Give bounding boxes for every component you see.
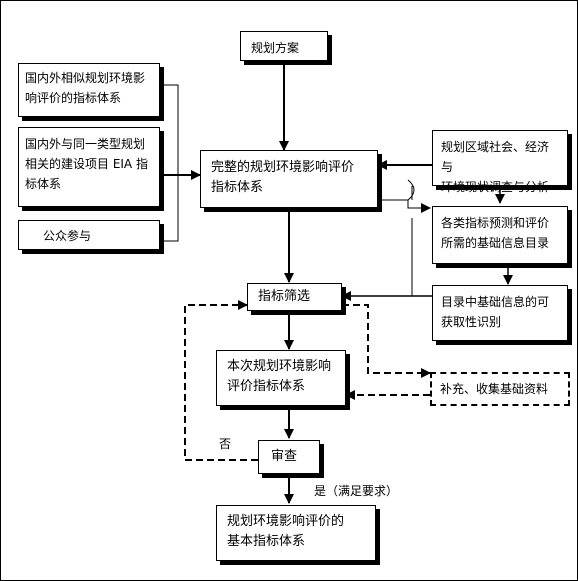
node-public-participation-text: 公众参与 (43, 229, 92, 243)
node-complete-system: 完整的规划环境影响评价 指标体系 (200, 150, 378, 208)
node-complete-system-text: 完整的规划环境影响评价 指标体系 (211, 160, 355, 195)
node-public-participation: 公众参与 (18, 220, 160, 250)
node-availability-check-text: 目录中基础信息的可 获取性识别 (441, 295, 550, 329)
node-same-type-eia: 国内外与同一类型规划 相关的建设项目 EIA 指 标体系 (18, 127, 160, 207)
node-similar-indicators-text: 国内外相似规划环境影 响评价的指标体系 (25, 71, 146, 105)
edge-left-bracket (161, 84, 179, 242)
node-regional-survey-text: 规划区域社会、经济与 环境现状调查与分析 (441, 140, 550, 194)
node-basic-info-catalog-text: 各类指标预测和评价 所需的基础信息目录 (441, 216, 550, 250)
label-no: 否 (219, 437, 232, 451)
edge-screening-to-supplement (342, 304, 431, 378)
node-review: 审查 (258, 440, 320, 474)
node-availability-check: 目录中基础信息的可 获取性识别 (432, 285, 568, 341)
node-basic-info-catalog: 各类指标预测和评价 所需的基础信息目录 (432, 206, 568, 264)
node-final-system-text: 规划环境影响评价的 基本指标体系 (227, 514, 345, 549)
node-plan: 规划方案 (240, 31, 328, 61)
node-regional-survey: 规划区域社会、经济与 环境现状调查与分析 (432, 130, 568, 194)
edge-complete-to-catalog-hop (407, 179, 415, 201)
node-final-system: 规划环境影响评价的 基本指标体系 (216, 505, 376, 561)
label-yes: 是（满足要求） (314, 484, 399, 498)
node-current-system-text: 本次规划环境影响 评价指标体系 (227, 359, 332, 394)
node-review-text: 审查 (271, 449, 298, 464)
node-same-type-eia-text: 国内外与同一类型规划 相关的建设项目 EIA 指 标体系 (25, 137, 148, 191)
edge-review-no-loop (184, 300, 258, 461)
node-current-system: 本次规划环境影响 评价指标体系 (216, 350, 346, 406)
node-plan-text: 规划方案 (251, 41, 300, 55)
node-similar-indicators: 国内外相似规划环境影 响评价的指标体系 (18, 63, 160, 117)
node-screening-text: 指标筛选 (258, 289, 311, 304)
node-supplement: 补充、收集基础资料 (430, 372, 570, 406)
node-supplement-text: 补充、收集基础资料 (440, 382, 549, 396)
node-screening: 指标筛选 (247, 283, 342, 311)
